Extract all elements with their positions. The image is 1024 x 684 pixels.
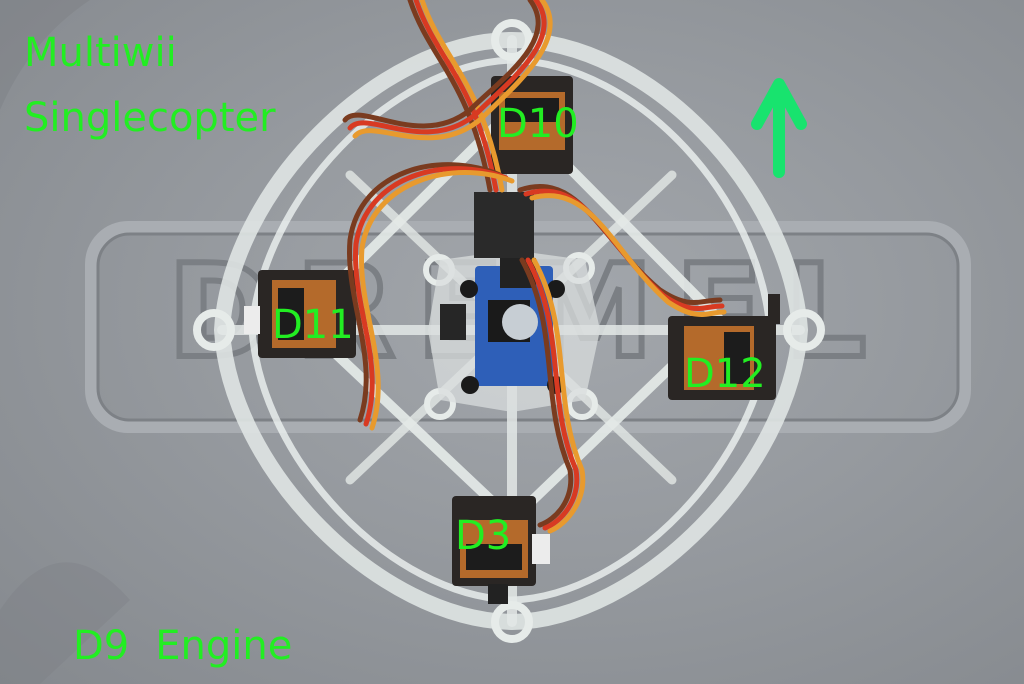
flight-controller-board — [440, 258, 565, 394]
servo-label-rear: D3 — [455, 513, 512, 559]
servo-left — [244, 270, 356, 358]
servo-label-front: D10 — [497, 101, 579, 147]
servo-label-right: D12 — [684, 351, 766, 397]
engine-pin: D9 — [73, 623, 130, 669]
servo-right — [668, 294, 780, 400]
engine-label: D9 Engine — [73, 624, 292, 668]
title-line-2: Singlecopter — [24, 95, 276, 141]
servo-connectors — [474, 192, 534, 258]
servo-front — [491, 76, 573, 174]
engine-name: Engine — [155, 623, 293, 669]
title-line-1: Multiwii — [24, 30, 177, 76]
servo-label-left: D11 — [272, 302, 354, 348]
servo-wires — [342, 0, 727, 534]
up-arrow-icon — [751, 78, 807, 178]
servo-rear — [452, 496, 550, 604]
